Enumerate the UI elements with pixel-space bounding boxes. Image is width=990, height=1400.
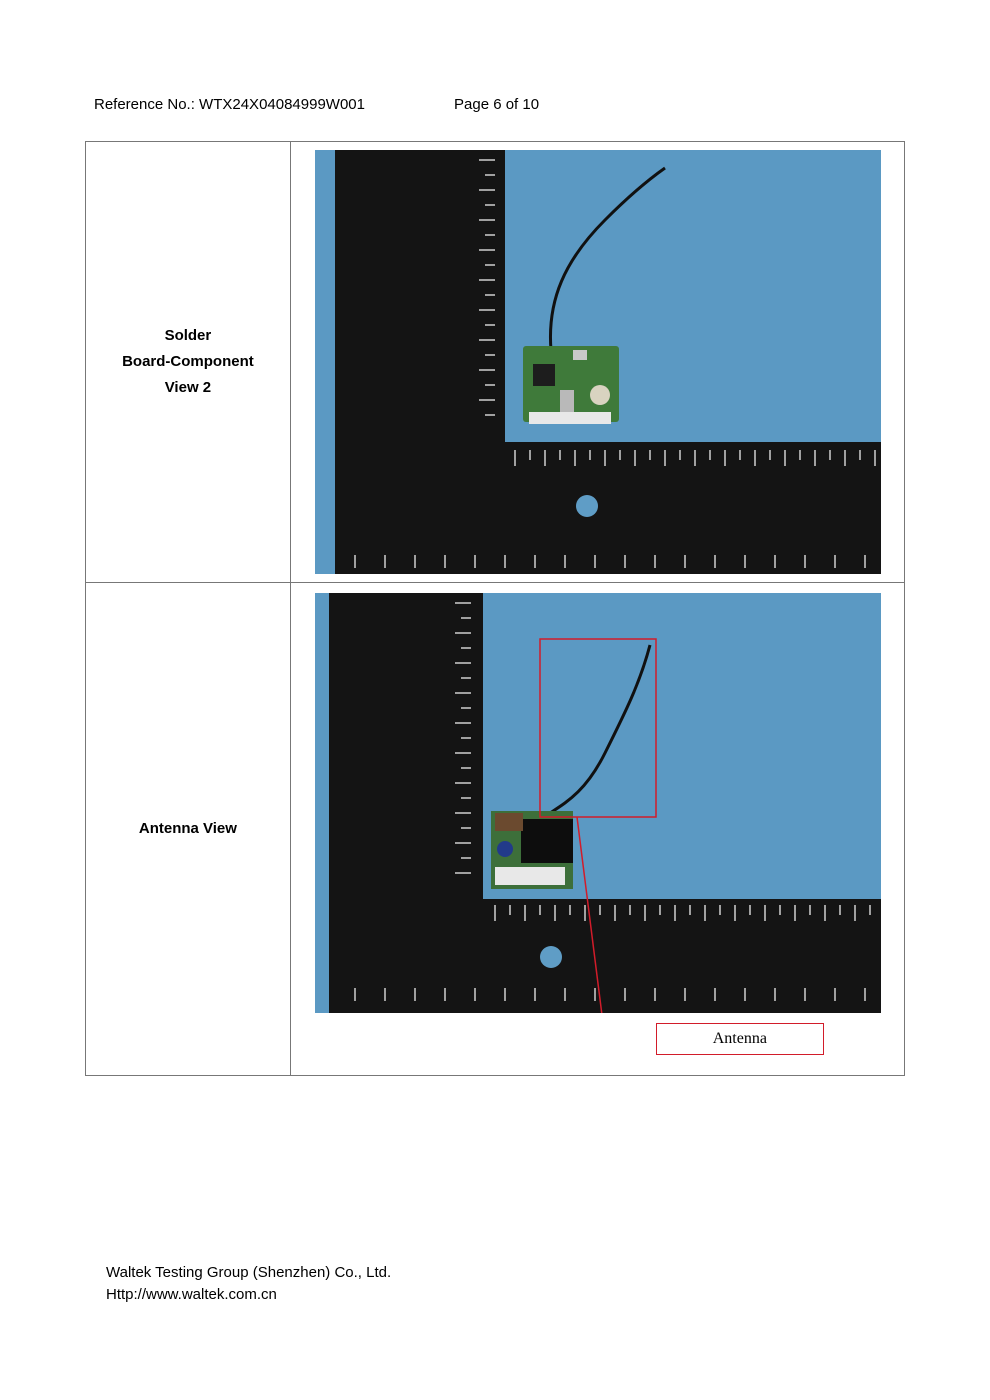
photo-row-antenna-view: Antenna View (85, 582, 906, 1076)
reference-number: Reference No.: WTX24X04084999W001 (94, 96, 365, 113)
company-name: Waltek Testing Group (Shenzhen) Co., Ltd… (106, 1264, 392, 1281)
photo-cell (289, 141, 906, 583)
label-line: Solder (164, 327, 212, 344)
photo-row-solder-view: Solder Board-Component View 2 (85, 141, 906, 583)
row-label: Antenna View (85, 582, 291, 1076)
label-line: Board-Component (122, 353, 254, 370)
antenna-photo (314, 593, 881, 1013)
photo-cell: Antenna (289, 582, 906, 1076)
page-number: Page 6 of 10 (454, 96, 540, 113)
label-line: Antenna View (138, 820, 237, 837)
page-header: Reference No.: WTX24X04084999W001 Page 6… (94, 96, 539, 113)
label-line: View 2 (164, 379, 212, 396)
page-footer: Waltek Testing Group (Shenzhen) Co., Ltd… (106, 1262, 391, 1306)
antenna-callout-label: Antenna (655, 1023, 824, 1055)
solder-board-photo (314, 150, 881, 574)
row-label: Solder Board-Component View 2 (85, 141, 291, 583)
company-url: Http://www.waltek.com.cn (106, 1286, 277, 1303)
photo-table: Solder Board-Component View 2 (85, 141, 906, 1076)
